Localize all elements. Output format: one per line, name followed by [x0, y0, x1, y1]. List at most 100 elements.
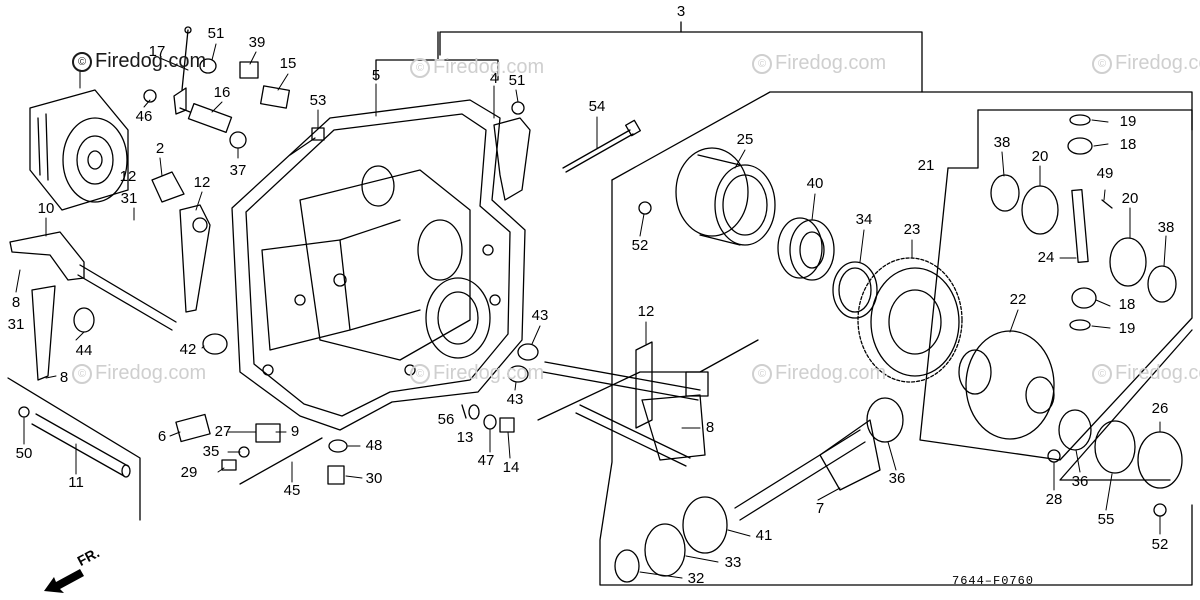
callout-19-b: 19 [1118, 320, 1136, 337]
pin-56 [461, 404, 467, 419]
shim-36-right [1058, 409, 1092, 451]
collar-2 [151, 171, 185, 203]
bearing-55 [1094, 420, 1136, 474]
shim-36-mid [866, 397, 904, 443]
callout-15: 15 [279, 55, 297, 72]
watermark: ©Firedog.com [752, 52, 886, 75]
callout-11: 11 [68, 474, 84, 491]
callout-45: 45 [283, 482, 301, 499]
clip-39 [239, 61, 259, 79]
callout-24: 24 [1037, 249, 1055, 266]
rod-45 [239, 437, 323, 485]
differential-case-22 [958, 330, 1055, 440]
callout-51: 51 [207, 25, 225, 42]
switch-16 [179, 102, 233, 134]
callout-13: 13 [456, 429, 474, 446]
callout-8-c: 8 [705, 419, 715, 436]
transmission-housing [231, 99, 526, 431]
shift-fork-8-left [31, 285, 56, 381]
callout-9: 9 [290, 423, 300, 440]
bolt-52-bottom [1153, 503, 1167, 517]
seal-43-b [507, 365, 529, 383]
callout-8-a: 8 [11, 294, 21, 311]
callout-10: 10 [37, 200, 55, 217]
bolt-29 [221, 459, 237, 471]
watermark: ©Firedog.com [1092, 362, 1200, 385]
copyright-icon: © [410, 58, 430, 78]
left-boundary [7, 377, 141, 521]
plug-30 [327, 465, 345, 485]
callout-49: 49 [1096, 165, 1114, 182]
seal-42 [202, 333, 228, 355]
callout-31-a: 31 [120, 190, 138, 207]
callout-34: 34 [855, 211, 873, 228]
callout-53: 53 [309, 92, 327, 109]
callout-20-b: 20 [1121, 190, 1139, 207]
watermark: ©Firedog.com [72, 362, 206, 385]
copyright-icon: © [752, 54, 772, 74]
callout-42: 42 [179, 341, 197, 358]
shift-arm-12 [179, 204, 211, 313]
callout-23: 23 [903, 221, 921, 238]
shift-fork-boundary [537, 339, 759, 421]
callout-18-b: 18 [1118, 296, 1136, 313]
callout-12-c: 12 [637, 303, 655, 320]
callout-7: 7 [815, 500, 825, 517]
copyright-icon: © [1092, 54, 1112, 74]
callout-48: 48 [365, 437, 383, 454]
bearing-41 [682, 496, 728, 554]
callout-25: 25 [736, 131, 754, 148]
spring-13 [468, 404, 480, 420]
bracket-9 [255, 423, 281, 443]
nut-51 [199, 58, 217, 74]
callout-36-a: 36 [888, 470, 906, 487]
callout-31-b: 31 [7, 316, 25, 333]
oil-filter [29, 89, 129, 211]
seal-43-a [517, 343, 539, 361]
watermark: ©Firedog.com [410, 56, 544, 79]
callout-12-a: 12 [119, 168, 137, 185]
drive-pinion-7 [734, 419, 881, 521]
plate-6 [175, 413, 211, 443]
bearing-33 [644, 523, 686, 577]
callout-12-b: 12 [193, 174, 211, 191]
callout-33: 33 [724, 554, 742, 571]
callout-46: 46 [135, 108, 153, 125]
copyright-icon: © [1092, 364, 1112, 384]
nut-32 [614, 549, 640, 583]
callout-26: 26 [1151, 400, 1169, 417]
washer-37 [229, 131, 247, 149]
leader-lines [15, 43, 1167, 579]
differential-boundary [599, 91, 1193, 586]
callout-38-a: 38 [993, 134, 1011, 151]
callout-43-a: 43 [531, 307, 549, 324]
watermark: ©Firedog.com [1092, 52, 1200, 75]
callout-52-b: 52 [1151, 536, 1169, 553]
shaft-11 [31, 413, 131, 478]
callout-50: 50 [15, 445, 33, 462]
callout-35: 35 [202, 443, 220, 460]
bolt-52-top [638, 201, 652, 215]
seal-44 [73, 307, 95, 333]
callout-6: 6 [157, 428, 167, 445]
copyright-icon: © [410, 364, 430, 384]
figure-code: 7644–F0760 [952, 574, 1035, 588]
callout-3: 3 [676, 3, 686, 20]
callout-17: 17 [148, 43, 166, 60]
plug-14 [499, 417, 515, 433]
callout-2: 2 [155, 140, 165, 157]
ring-gear-23 [857, 257, 963, 383]
callout-44: 44 [75, 342, 93, 359]
cover-4 [493, 101, 531, 201]
callout-8-b: 8 [59, 369, 69, 386]
callout-56: 56 [437, 411, 455, 428]
watermark: ©Firedog.com [410, 362, 544, 385]
callout-38-b: 38 [1157, 219, 1175, 236]
callout-43-b: 43 [506, 391, 524, 408]
shift-arm-10 [9, 231, 177, 331]
callout-30: 30 [365, 470, 383, 487]
gasket-15 [259, 85, 291, 109]
callout-40: 40 [806, 175, 824, 192]
group-bracket-3 [375, 21, 923, 93]
washer-47 [483, 414, 497, 430]
